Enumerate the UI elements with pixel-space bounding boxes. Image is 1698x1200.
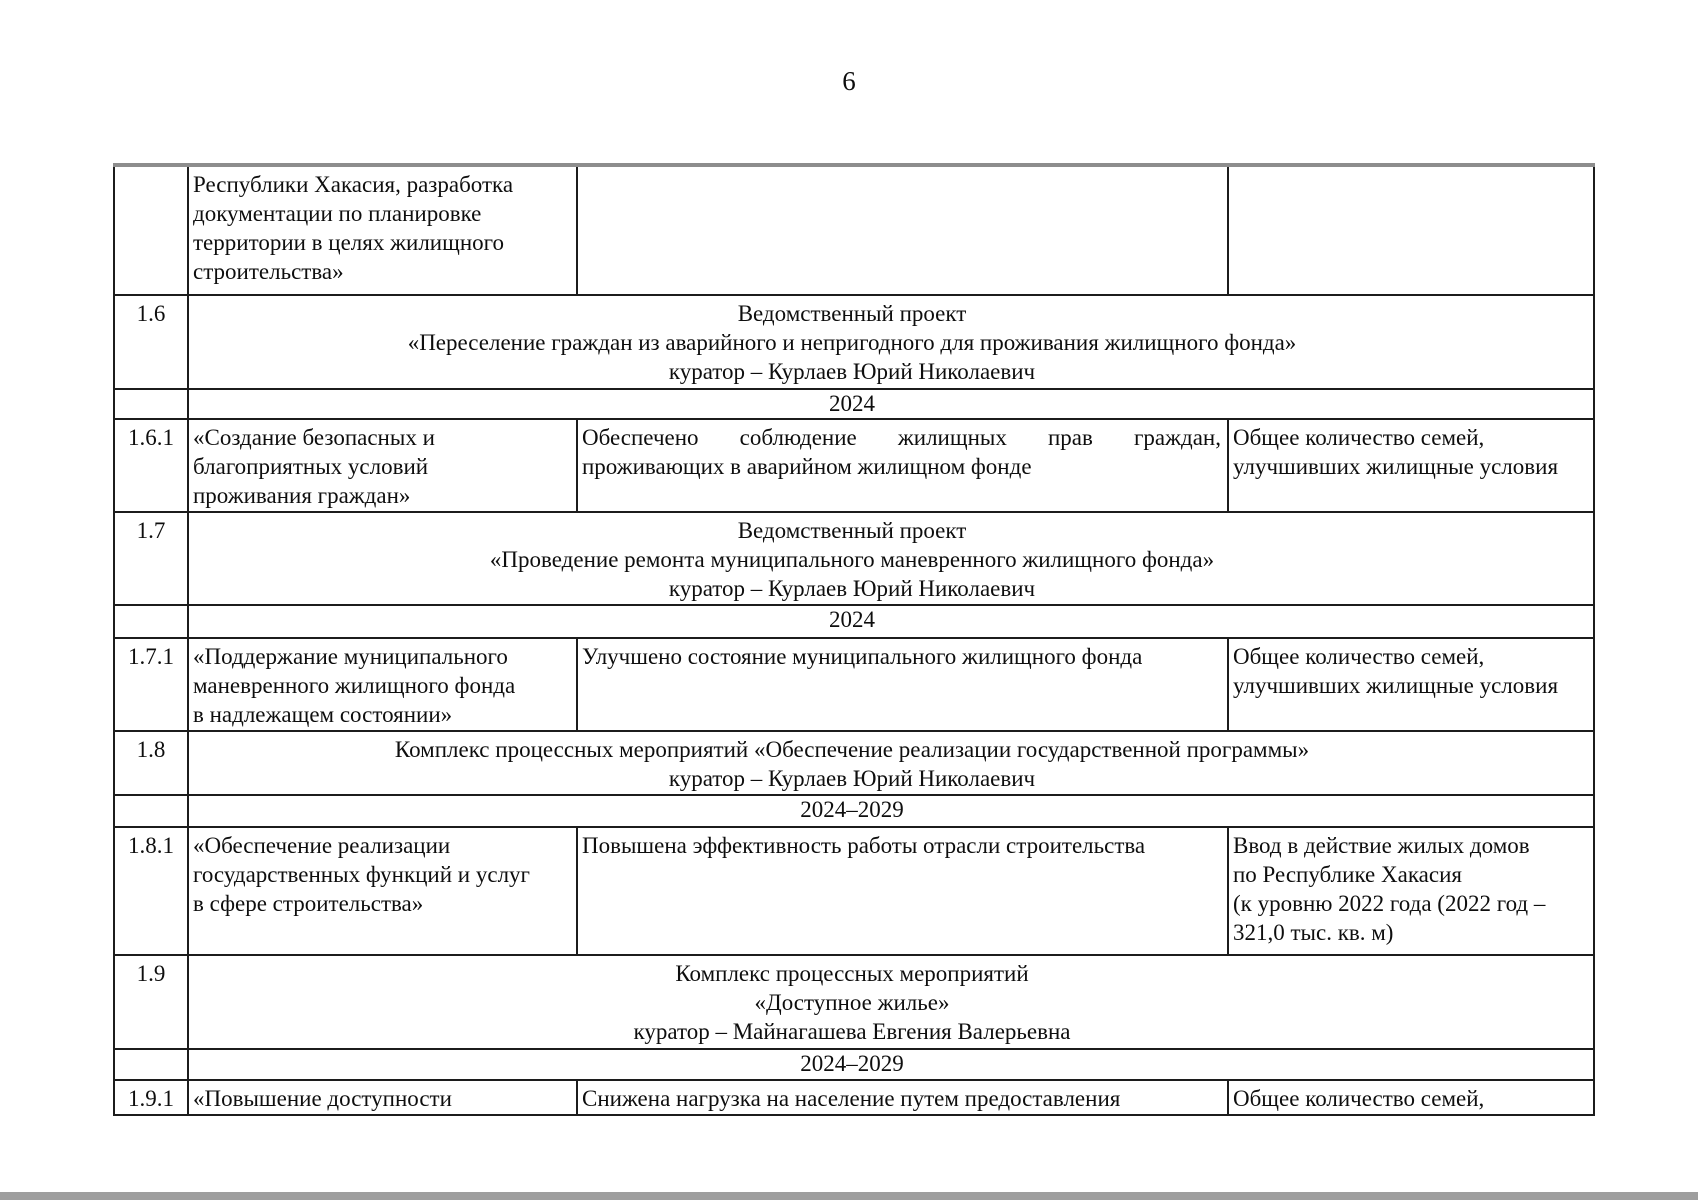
row-number-cell [113, 794, 189, 828]
row-number-cell: 1.6 [113, 294, 189, 390]
result-justified-line: Обеспечено соблюдение жилищных прав граж… [582, 425, 1221, 450]
page-number: 6 [842, 66, 856, 96]
objective-cell: «Обеспечение реализации государственных … [187, 826, 578, 956]
table-row-section-1-6: 1.6 Ведомственный проект «Переселение гр… [113, 294, 1595, 390]
section-header-line: «Проведение ремонта муниципального манев… [489, 547, 1215, 572]
result-cell: Обеспечено соблюдение жилищных прав граж… [576, 418, 1229, 513]
indicator-cell [1227, 163, 1595, 296]
section-header-line: «Доступное жилье» [754, 990, 950, 1015]
table-row-1-8-1: 1.8.1 «Обеспечение реализации государств… [113, 826, 1595, 956]
section-header-cell: Ведомственный проект «Переселение гражда… [187, 294, 1595, 390]
objective-cell: «Поддержание муниципального маневренного… [187, 637, 578, 732]
section-header-line: Ведомственный проект [737, 518, 967, 543]
row-number-cell: 1.7.1 [113, 637, 189, 732]
indicator-cell: Общее количество семей, улучшивших жилищ… [1227, 418, 1595, 513]
row-number-cell: 1.9 [113, 954, 189, 1050]
row-number-cell: 1.6.1 [113, 418, 189, 513]
year-cell: 2024 [187, 604, 1595, 639]
result-line: проживающих в аварийном жилищном фонде [582, 454, 1032, 479]
result-cell [576, 163, 1229, 296]
table-row-section-1-7: 1.7 Ведомственный проект «Проведение рем… [113, 511, 1595, 606]
row-number-cell: 1.8.1 [113, 826, 189, 956]
row-number-cell: 1.8 [113, 730, 189, 796]
row-number-cell: 1.9.1 [113, 1079, 189, 1116]
table-row-year: 2024–2029 [113, 1048, 1595, 1081]
section-header-line: куратор – Майнагашева Евгения Валерьевна [633, 1019, 1071, 1044]
objective-cell: Республики Хакасия, разработка документа… [187, 163, 578, 296]
year-cell: 2024–2029 [187, 794, 1595, 828]
indicator-cell: Общее количество семей, [1227, 1079, 1595, 1116]
program-structure-table: Республики Хакасия, разработка документа… [113, 163, 1595, 1116]
indicator-cell: Ввод в действие жилых домов по Республик… [1227, 826, 1595, 956]
section-header-line: куратор – Курлаев Юрий Николаевич [668, 576, 1036, 601]
table-row-1-7-1: 1.7.1 «Поддержание муниципального маневр… [113, 637, 1595, 732]
section-header-line: «Переселение граждан из аварийного и неп… [407, 330, 1297, 355]
objective-cell: «Повышение доступности [187, 1079, 578, 1116]
scan-bottom-edge [0, 1192, 1698, 1200]
row-number-cell: 1.7 [113, 511, 189, 606]
result-cell: Повышена эффективность работы отрасли ст… [576, 826, 1229, 956]
result-cell: Улучшено состояние муниципального жилищн… [576, 637, 1229, 732]
section-header-cell: Ведомственный проект «Проведение ремонта… [187, 511, 1595, 606]
section-header-cell: Комплекс процессных мероприятий «Доступн… [187, 954, 1595, 1050]
table-row-year: 2024–2029 [113, 794, 1595, 828]
result-cell: Снижена нагрузка на население путем пред… [576, 1079, 1229, 1116]
table-row-section-1-9: 1.9 Комплекс процессных мероприятий «Дос… [113, 954, 1595, 1050]
section-header-line: куратор – Курлаев Юрий Николаевич [668, 359, 1036, 384]
section-header-cell: Комплекс процессных мероприятий «Обеспеч… [187, 730, 1595, 796]
table-row-section-1-8: 1.8 Комплекс процессных мероприятий «Обе… [113, 730, 1595, 796]
table-row-continuation: Республики Хакасия, разработка документа… [113, 163, 1595, 296]
section-header-line: Ведомственный проект [737, 301, 967, 326]
table-row-year: 2024 [113, 388, 1595, 420]
indicator-cell: Общее количество семей, улучшивших жилищ… [1227, 637, 1595, 732]
section-header-line: куратор – Курлаев Юрий Николаевич [668, 766, 1036, 791]
section-header-line: Комплекс процессных мероприятий [675, 961, 1029, 986]
row-number-cell [113, 604, 189, 639]
row-number-cell [113, 388, 189, 420]
table-row-1-6-1: 1.6.1 «Создание безопасных и благоприятн… [113, 418, 1595, 513]
section-header-line: Комплекс процессных мероприятий «Обеспеч… [394, 737, 1310, 762]
table-row-year: 2024 [113, 604, 1595, 639]
year-cell: 2024–2029 [187, 1048, 1595, 1081]
objective-cell: «Создание безопасных и благоприятных усл… [187, 418, 578, 513]
year-cell: 2024 [187, 388, 1595, 420]
table-row-1-9-1: 1.9.1 «Повышение доступности Снижена наг… [113, 1079, 1595, 1116]
row-number-cell [113, 163, 189, 296]
row-number-cell [113, 1048, 189, 1081]
